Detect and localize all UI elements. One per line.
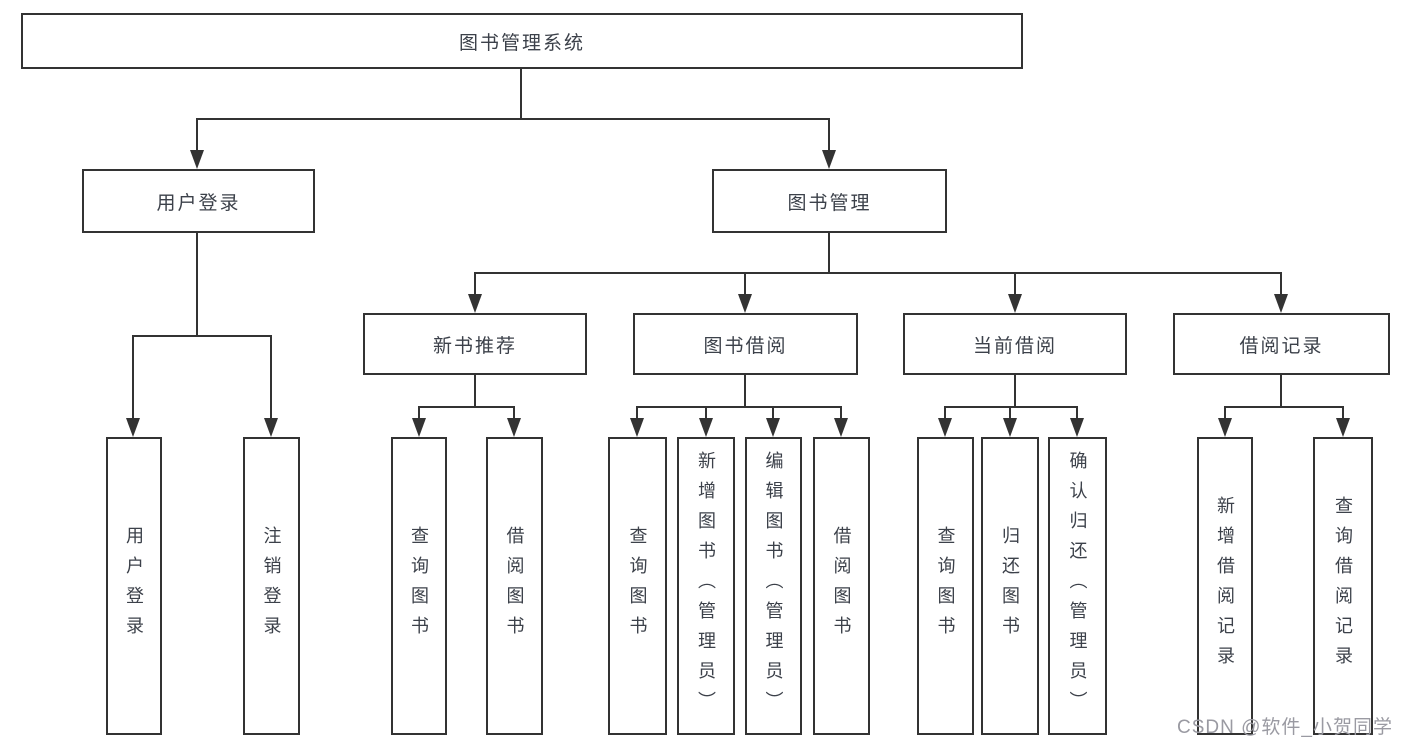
node-leaf-br-query-record: 查询借阅记录 xyxy=(1313,437,1373,735)
arrow-login xyxy=(126,418,140,437)
connector-cb-query-drop xyxy=(944,406,946,419)
node-leaf-cb-confirm-return: 确认归还（管理员） xyxy=(1048,437,1107,735)
connector-root-stub xyxy=(520,69,522,119)
connector-br-query-drop xyxy=(1342,406,1344,419)
connector-cb-confirm-drop xyxy=(1076,406,1078,419)
arrow-bb-edit xyxy=(766,418,780,437)
arrow-book-mgmt xyxy=(822,150,836,169)
connector-user-login-stub xyxy=(196,233,198,336)
connector-bb-borrow-drop xyxy=(840,406,842,419)
connector-current-borrow-drop xyxy=(1014,272,1016,295)
arrow-current-borrow xyxy=(1008,294,1022,313)
node-leaf-nbr-borrow-book: 借阅图书 xyxy=(486,437,543,735)
connector-bb-query-drop xyxy=(636,406,638,419)
arrow-logout xyxy=(264,418,278,437)
arrow-bb-borrow xyxy=(834,418,848,437)
connector-nbr-query-drop xyxy=(418,406,420,419)
arrow-cb-confirm xyxy=(1070,418,1084,437)
connector-book-borrow-drop xyxy=(744,272,746,295)
arrow-nbr-borrow xyxy=(507,418,521,437)
connector-logout-drop xyxy=(270,335,272,419)
arrow-nbr-query xyxy=(412,418,426,437)
connector-cb-stub xyxy=(1014,375,1016,407)
connector-new-book-rec-drop xyxy=(474,272,476,295)
node-borrow-record: 借阅记录 xyxy=(1173,313,1390,375)
connector-nbr-borrow-drop xyxy=(513,406,515,419)
connector-bb-add-drop xyxy=(705,406,707,419)
connector-book-mgmt-drop xyxy=(828,118,830,151)
watermark: CSDN @软件_小贺同学 xyxy=(1177,717,1393,738)
node-leaf-cb-return-book: 归还图书 xyxy=(981,437,1039,735)
connector-bb-bar xyxy=(636,406,842,408)
arrow-cb-query xyxy=(938,418,952,437)
connector-cb-bar xyxy=(944,406,1078,408)
arrow-borrow-record xyxy=(1274,294,1288,313)
connector-bb-stub xyxy=(744,375,746,407)
node-leaf-cb-query-book: 查询图书 xyxy=(917,437,974,735)
connector-nbr-bar xyxy=(418,406,515,408)
node-leaf-logout: 注销登录 xyxy=(243,437,300,735)
node-new-book-rec: 新书推荐 xyxy=(363,313,587,375)
connector-book-mgmt-stub xyxy=(828,233,830,273)
arrow-br-add xyxy=(1218,418,1232,437)
arrow-cb-return xyxy=(1003,418,1017,437)
node-leaf-bb-add-book: 新增图书（管理员） xyxy=(677,437,735,735)
node-current-borrow: 当前借阅 xyxy=(903,313,1127,375)
connector-bb-edit-drop xyxy=(772,406,774,419)
node-leaf-user-login: 用户登录 xyxy=(106,437,162,735)
connector-nbr-stub xyxy=(474,375,476,407)
connector-user-login-drop xyxy=(196,118,198,151)
node-book-borrow: 图书借阅 xyxy=(633,313,858,375)
connector-user-login-bar xyxy=(133,335,271,337)
node-root: 图书管理系统 xyxy=(21,13,1023,69)
node-user-login: 用户登录 xyxy=(82,169,315,233)
arrow-bb-query xyxy=(630,418,644,437)
connector-br-stub xyxy=(1280,375,1282,407)
arrow-user-login xyxy=(190,150,204,169)
connector-br-add-drop xyxy=(1224,406,1226,419)
node-leaf-bb-edit-book: 编辑图书（管理员） xyxy=(745,437,802,735)
connector-cb-return-drop xyxy=(1009,406,1011,419)
connector-login-drop xyxy=(132,335,134,419)
node-leaf-bb-query-book: 查询图书 xyxy=(608,437,667,735)
connector-level3-bar xyxy=(474,272,1282,274)
node-book-management: 图书管理 xyxy=(712,169,947,233)
node-leaf-nbr-query-book: 查询图书 xyxy=(391,437,447,735)
connector-level2-bar xyxy=(197,118,830,120)
arrow-new-book-rec xyxy=(468,294,482,313)
node-leaf-br-add-record: 新增借阅记录 xyxy=(1197,437,1253,735)
arrow-br-query xyxy=(1336,418,1350,437)
arrow-book-borrow xyxy=(738,294,752,313)
arrow-bb-add xyxy=(699,418,713,437)
connector-borrow-record-drop xyxy=(1280,272,1282,295)
node-leaf-bb-borrow-book: 借阅图书 xyxy=(813,437,870,735)
connector-br-bar xyxy=(1224,406,1344,408)
